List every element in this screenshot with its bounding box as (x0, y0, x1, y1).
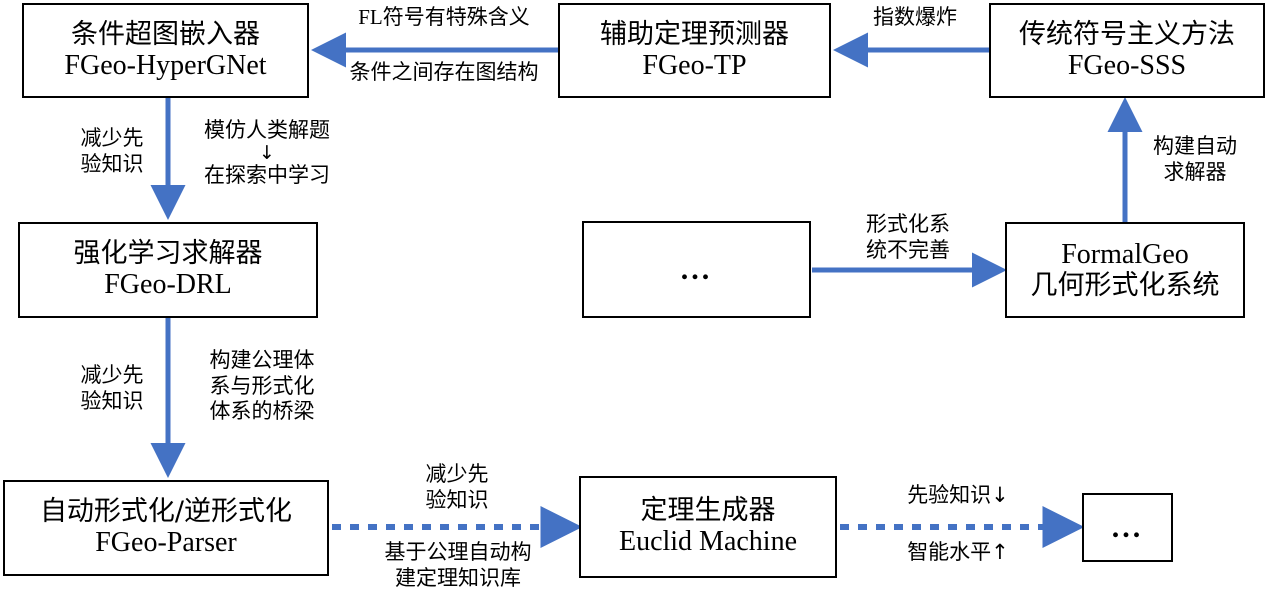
edge-label-drl-to-parser-right: 构建公理体 系与形式化 体系的桥梁 (182, 348, 342, 425)
node-parser-cn: 自动形式化/逆形式化 (39, 496, 293, 528)
edge-label-line-2: 系与形式化 (209, 373, 315, 398)
node-drl-en: FGeo-DRL (104, 269, 232, 301)
node-euclid-cn: 定理生成器 (640, 495, 776, 527)
ellipsis-dots-end: ... (1111, 511, 1144, 544)
edge-label-line-3: 体系的桥梁 (209, 399, 315, 424)
node-euclid-en: Euclid Machine (618, 526, 798, 558)
edge-label-tp-to-hypergnet-above: FL符号有特殊含义 (358, 5, 530, 29)
edge-label-line-1: 构建自动 (1153, 134, 1237, 158)
edge-label-ellipsis-to-formalgeo: 形式化系 统不完善 (838, 212, 978, 263)
node-fgeo-parser[interactable]: 自动形式化/逆形式化 FGeo-Parser (3, 480, 329, 576)
edge-label-line-2: 验知识 (80, 151, 144, 176)
edge-label-line-1: 模仿人类解题 (204, 118, 330, 142)
edge-label-line-1: 形式化系 (866, 212, 950, 236)
node-hypergnet-en: FGeo-HyperGNet (64, 49, 267, 81)
edge-label-line-2: 求解器 (1163, 159, 1227, 184)
edge-label-formalgeo-to-sss: 构建自动 求解器 (1140, 134, 1250, 185)
edge-label-sss-to-tp-above: 指数爆炸 (873, 5, 957, 29)
edge-label-line-2: 验知识 (425, 487, 489, 512)
edge-label-down-arrow-glyph: ↓ (259, 141, 275, 164)
edge-label-parser-to-euclid-below: 基于公理自动构 建定理知识库 (338, 540, 578, 591)
node-fgeo-tp[interactable]: 辅助定理预测器 FGeo-TP (558, 3, 831, 98)
node-fgeo-drl[interactable]: 强化学习求解器 FGeo-DRL (18, 222, 318, 318)
edge-label-line-1: 减少先 (80, 126, 144, 150)
edge-label-line-1: 基于公理自动构 (384, 540, 532, 564)
node-tp-cn: 辅助定理预测器 (600, 18, 789, 50)
node-drl-cn: 强化学习求解器 (73, 238, 263, 270)
edge-label-line-1: 构建公理体 (209, 348, 315, 372)
edge-label-drl-to-parser-left: 减少先 验知识 (62, 363, 162, 414)
node-formalgeo[interactable]: FormalGeo 几何形式化系统 (1005, 222, 1245, 318)
node-tp-en: FGeo-TP (642, 49, 747, 81)
node-fgeo-hypergnet[interactable]: 条件超图嵌入器 FGeo-HyperGNet (22, 3, 309, 98)
edge-label-parser-to-euclid-above: 减少先 验知识 (382, 462, 532, 513)
node-sss-cn: 传统符号主义方法 (1019, 18, 1235, 50)
edge-label-tp-to-hypergnet-below: 条件之间存在图结构 (349, 60, 539, 84)
node-fgeo-sss[interactable]: 传统符号主义方法 FGeo-SSS (989, 3, 1265, 98)
node-euclid-machine[interactable]: 定理生成器 Euclid Machine (579, 476, 837, 578)
node-ellipsis-middle[interactable]: ... (582, 221, 811, 318)
edge-label-line-2: 建定理知识库 (395, 565, 521, 590)
edge-label-line-2: 统不完善 (866, 237, 950, 262)
ellipsis-dots-middle: ... (680, 253, 713, 286)
edge-label-hypergnet-to-drl-left: 减少先 验知识 (62, 126, 162, 177)
edge-label-line-2: 在探索中学习 (204, 162, 330, 187)
edge-label-line-1: 减少先 (425, 462, 489, 486)
edge-label-euclid-to-ellipsis-above: 先验知识↓ (907, 483, 1009, 507)
node-sss-en: FGeo-SSS (1067, 49, 1187, 81)
edge-label-hypergnet-to-drl-right: 模仿人类解题 ↓ 在探索中学习 (182, 118, 352, 188)
edge-label-line-2: 验知识 (80, 388, 144, 413)
edge-label-line-1: 减少先 (80, 363, 144, 387)
node-hypergnet-cn: 条件超图嵌入器 (71, 18, 260, 50)
edge-label-euclid-to-ellipsis-below: 智能水平↑ (907, 540, 1009, 564)
node-ellipsis-end[interactable]: ... (1082, 493, 1173, 562)
node-parser-en: FGeo-Parser (95, 527, 237, 559)
node-formalgeo-cn: 几何形式化系统 (1030, 269, 1220, 301)
node-formalgeo-en: FormalGeo (1061, 239, 1189, 271)
